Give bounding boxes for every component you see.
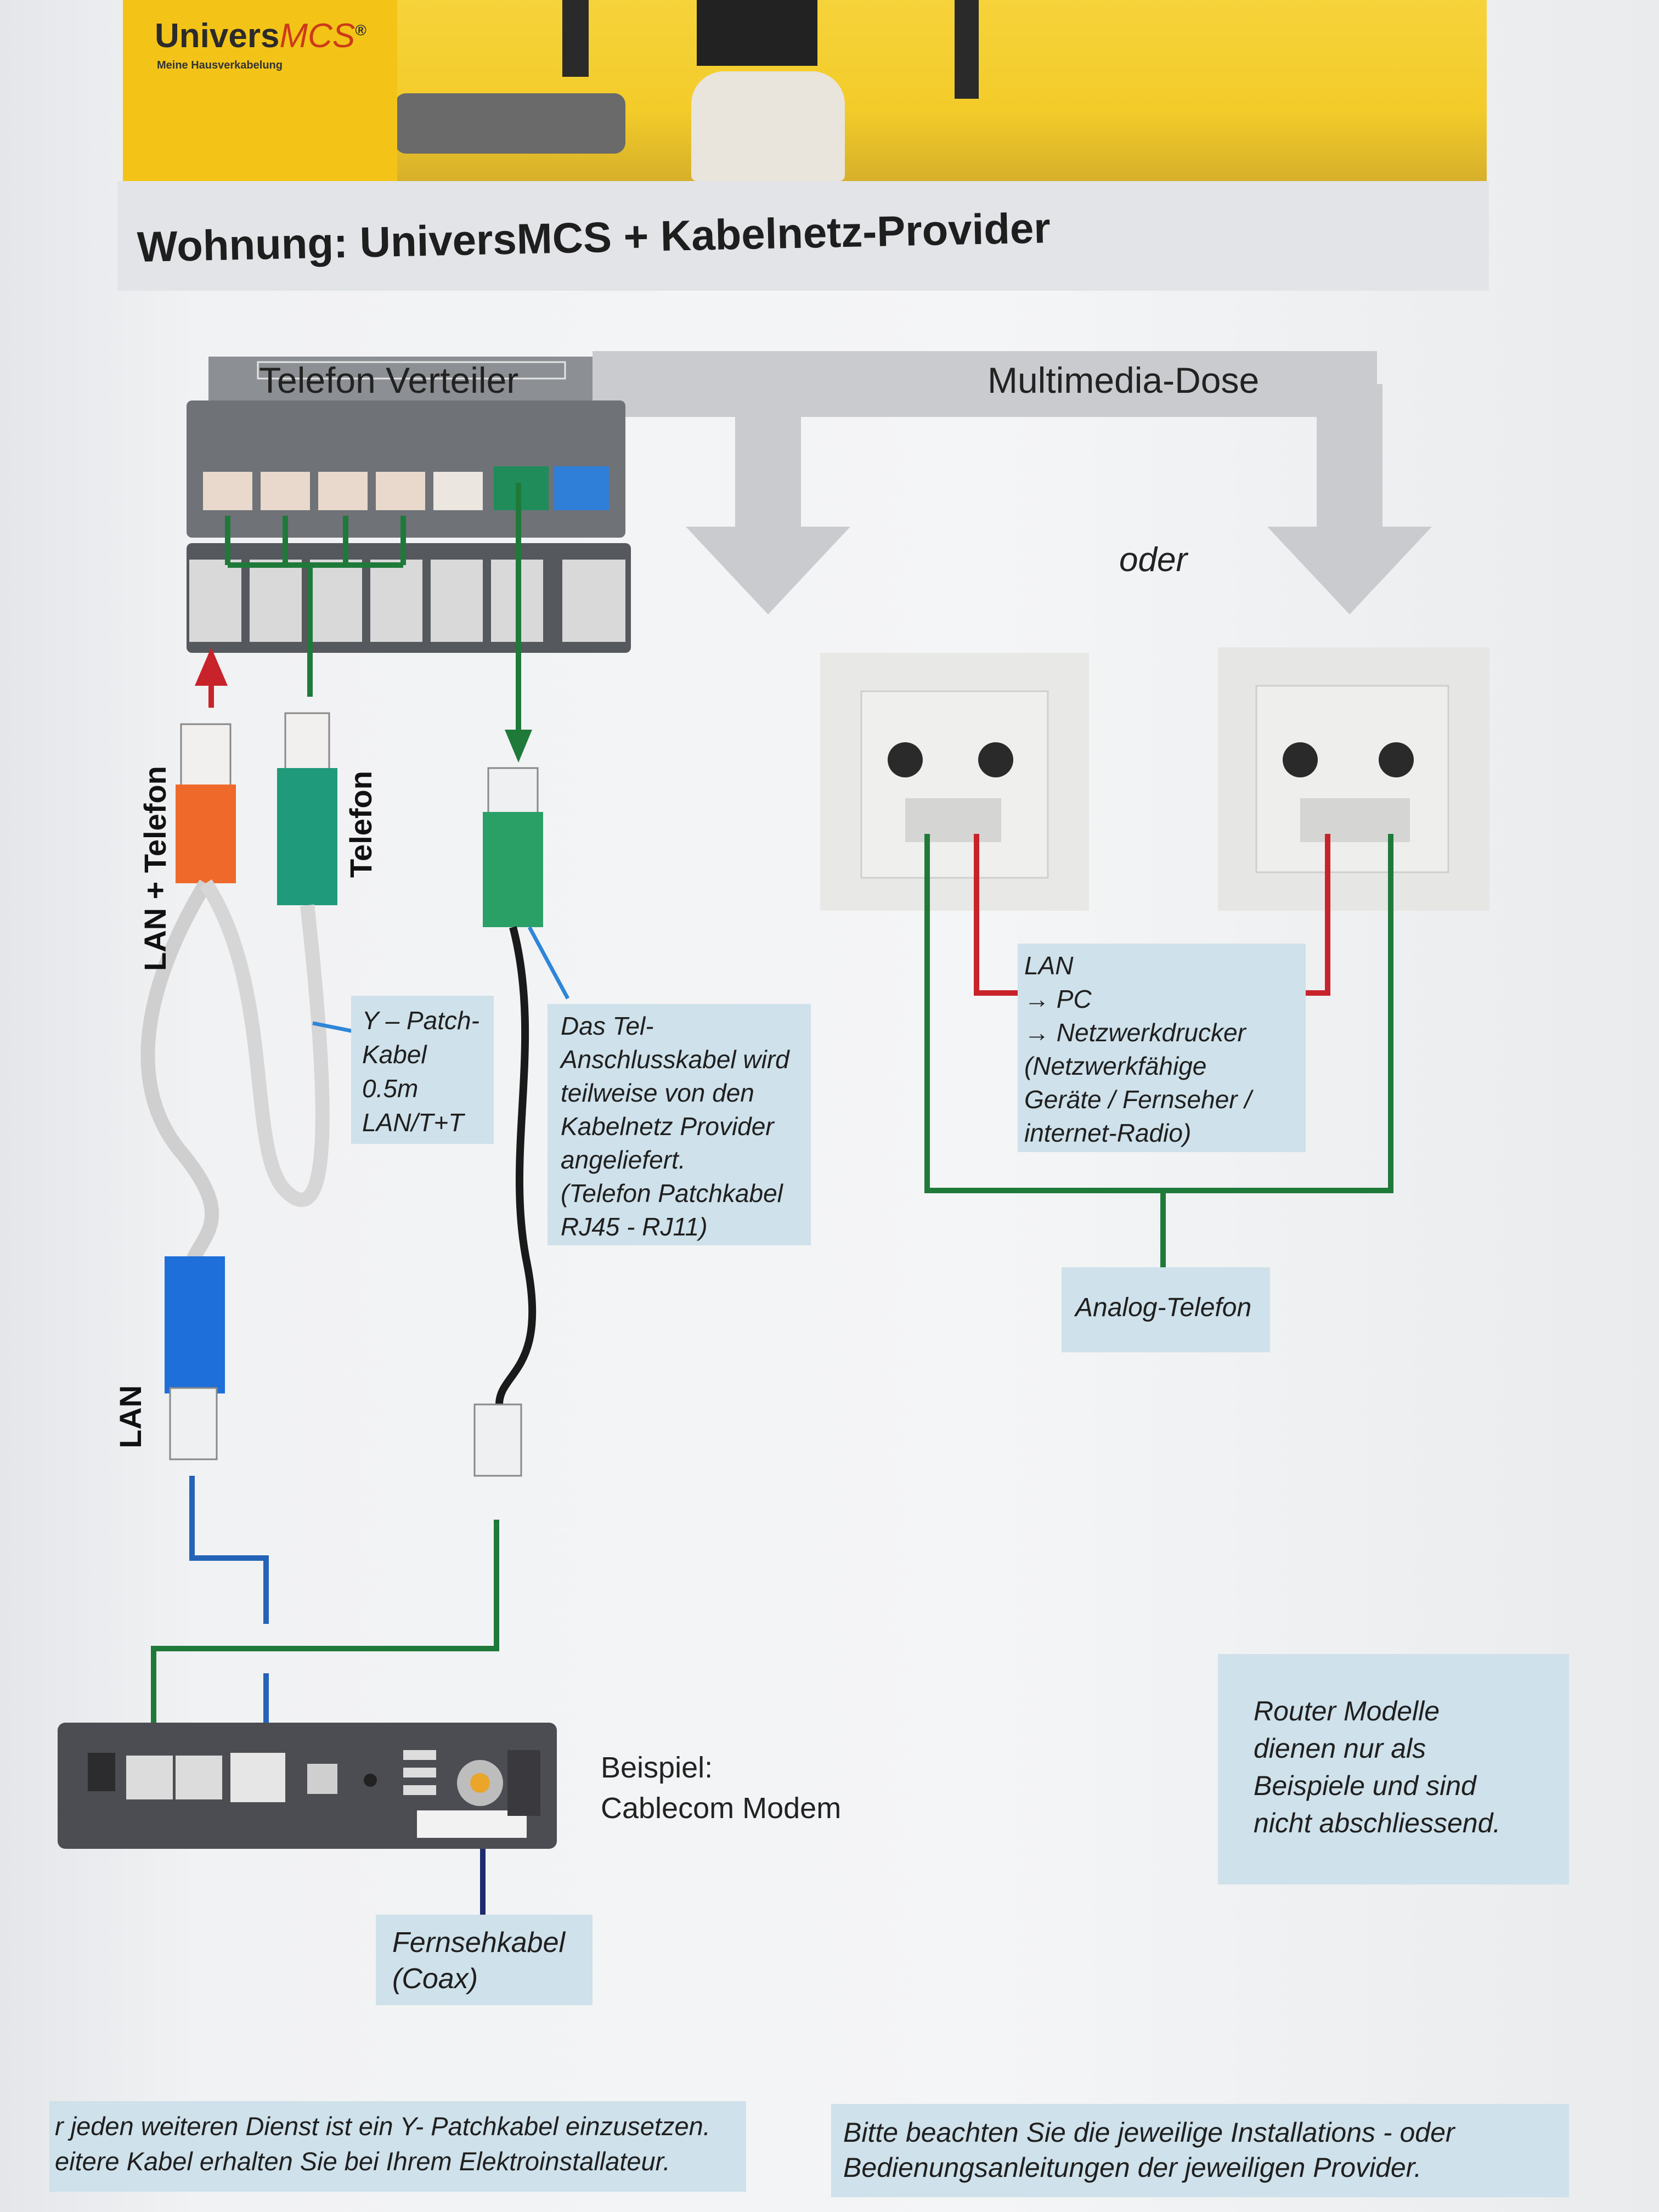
logo-area bbox=[123, 0, 397, 181]
tv-icon bbox=[697, 0, 817, 66]
blue-connector bbox=[165, 1256, 225, 1460]
arrow-shaft-left bbox=[735, 417, 801, 527]
label-modem-example: Beispiel: Cablecom Modem bbox=[601, 1751, 842, 1825]
label-oder: oder bbox=[1119, 541, 1188, 579]
rj11-plug bbox=[473, 1403, 522, 1477]
logo-tagline: Meine Hausverkabelung bbox=[157, 59, 283, 71]
lan-line-right bbox=[1297, 834, 1330, 996]
label-telefon: Telefon bbox=[343, 771, 378, 878]
label-lan-telefon: LAN + Telefon bbox=[138, 766, 172, 971]
grey-y-cable bbox=[140, 879, 219, 1265]
green-distributor-lines bbox=[225, 483, 521, 735]
arrow-down-green bbox=[505, 730, 532, 763]
note-analog-telefon: Analog-Telefon bbox=[1062, 1267, 1270, 1352]
multimedia-socket-left bbox=[820, 653, 1089, 911]
arrow-head-right bbox=[1267, 527, 1432, 614]
title-bar bbox=[117, 181, 1489, 291]
note-fernsehkabel: Fernsehkabel(Coax) bbox=[376, 1915, 592, 2005]
lan-line-left bbox=[974, 834, 1023, 996]
tel-to-modem bbox=[151, 1520, 499, 1734]
arrow-bar bbox=[592, 351, 1377, 417]
analog-line bbox=[924, 834, 1393, 1193]
speaker-icon bbox=[562, 0, 589, 77]
logo: UniversMCS® bbox=[155, 17, 366, 55]
lan-to-modem bbox=[189, 1476, 269, 1624]
black-tel-cable bbox=[495, 926, 537, 1405]
speaker-icon bbox=[955, 0, 979, 99]
note-footer-right: Bitte beachten Sie die jeweilige Install… bbox=[831, 2104, 1569, 2197]
arrow-head-left bbox=[686, 527, 850, 614]
grey-y-cable-branch bbox=[200, 879, 330, 1207]
label-telefon-verteiler: Telefon Verteiler bbox=[259, 360, 519, 400]
arrow-shaft-right bbox=[1317, 384, 1383, 527]
telefon-verteiler-device bbox=[187, 357, 631, 653]
note-footer-left: r jeden weiteren Dienst ist ein Y- Patch… bbox=[49, 2101, 746, 2192]
label-lan: LAN bbox=[113, 1385, 148, 1448]
sofa-image bbox=[395, 93, 625, 154]
label-multimedia-dose: Multimedia-Dose bbox=[988, 360, 1260, 400]
rj-port-row-top bbox=[203, 466, 609, 510]
orange-connector bbox=[176, 723, 236, 883]
arrow-group bbox=[592, 351, 1432, 614]
green-connector bbox=[277, 712, 337, 905]
green-rj11-connector bbox=[483, 767, 543, 927]
multimedia-socket-right bbox=[1218, 647, 1489, 911]
person-on-phone-image bbox=[691, 71, 845, 181]
rj-port-row-bottom bbox=[189, 560, 625, 642]
arrow-up-red bbox=[195, 647, 228, 686]
cablecom-modem bbox=[58, 1723, 557, 1849]
